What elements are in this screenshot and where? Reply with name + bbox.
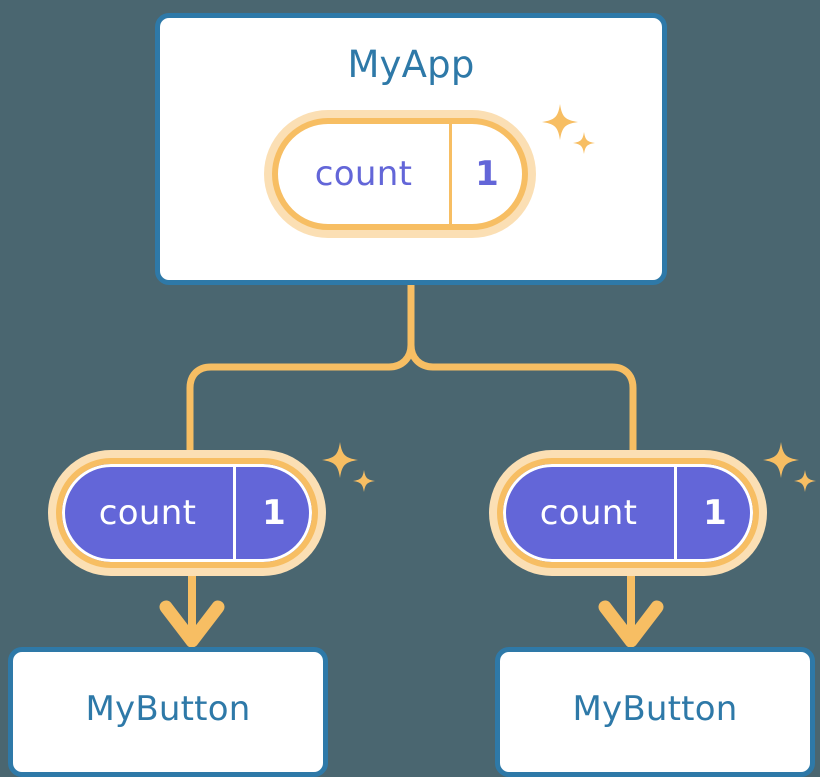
state-pill-button-right-wrapper: count 1	[497, 458, 759, 568]
sparkle-icon-button-right	[763, 442, 816, 492]
state-pill-myapp-wrapper: count 1	[272, 118, 528, 230]
connector-branch-right	[407, 341, 637, 466]
arrow-left-head-icon	[159, 600, 225, 648]
state-pill-myapp[interactable]: count 1	[272, 118, 528, 230]
sparkle-small-icon	[794, 470, 816, 492]
arrow-right-head-icon	[598, 600, 664, 648]
state-pill-myapp-divider	[449, 124, 452, 224]
state-pill-button-right-divider	[674, 464, 677, 562]
component-title-mybutton-right: MyButton	[572, 689, 738, 729]
sparkle-large-icon	[322, 442, 358, 478]
state-pill-button-right-value: 1	[703, 493, 727, 533]
state-pill-button-left[interactable]: count 1	[56, 458, 318, 568]
state-pill-button-left-wrapper: count 1	[56, 458, 318, 568]
component-title-myapp: MyApp	[347, 43, 475, 86]
component-card-mybutton-left[interactable]: MyButton	[8, 647, 328, 777]
component-card-mybutton-right[interactable]: MyButton	[495, 647, 815, 777]
state-pill-myapp-key: count	[314, 154, 413, 194]
state-pill-button-left-value: 1	[262, 493, 286, 533]
state-pill-button-right-key: count	[539, 493, 638, 533]
sparkle-small-icon	[353, 470, 375, 492]
connector-trunk	[186, 281, 415, 466]
sparkle-icon-button-left	[322, 442, 375, 492]
state-pill-button-left-key: count	[98, 493, 197, 533]
state-pill-button-left-divider	[233, 464, 236, 562]
sparkle-large-icon	[763, 442, 799, 478]
state-pill-myapp-value: 1	[475, 154, 499, 194]
state-pill-button-right[interactable]: count 1	[497, 458, 759, 568]
component-title-mybutton-left: MyButton	[85, 689, 251, 729]
